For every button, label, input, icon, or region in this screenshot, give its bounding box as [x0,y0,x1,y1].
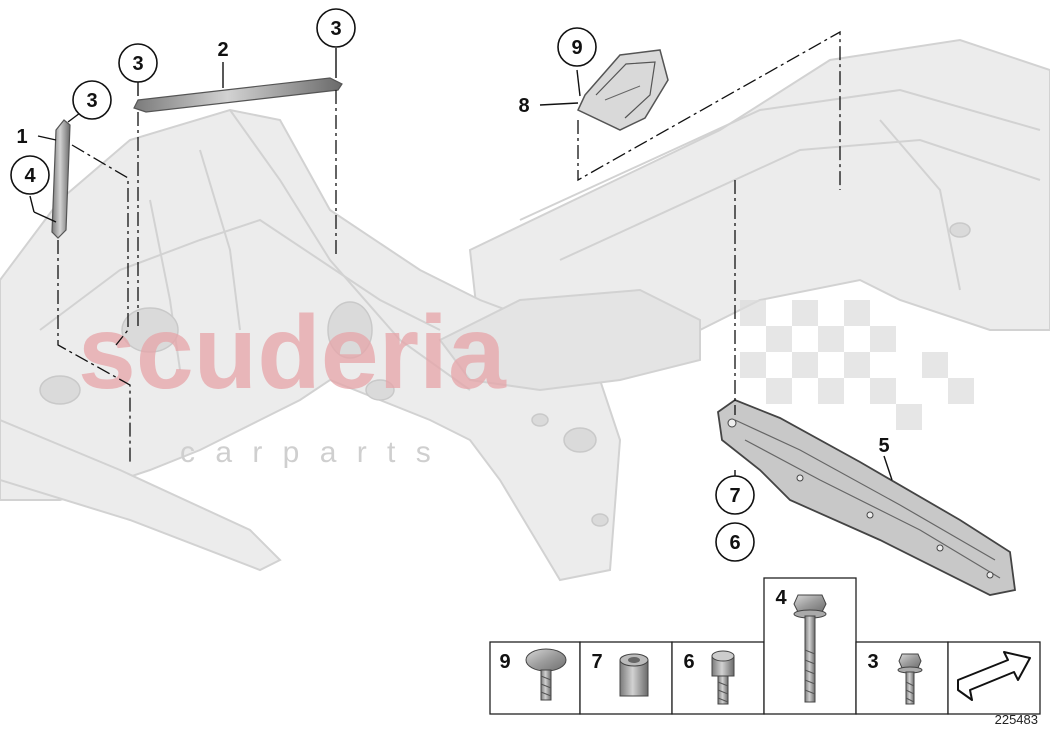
callout-label: 9 [571,37,582,59]
callout-label: 2 [217,39,228,61]
direction-arrow-icon [957,651,1031,701]
legend-item-3: 3 [867,651,923,705]
callout-label: 3 [330,18,341,40]
legend-label: 3 [867,651,878,673]
fastener-legend: 9 7 6 [489,577,1041,715]
callout-3-top-left: 3 [72,80,112,120]
legend-item-7: 7 [591,651,649,697]
hex-socket-screw-icon [711,650,735,705]
watermark-checker [740,300,974,430]
callout-7: 7 [715,475,755,515]
callout-5: 5 [878,435,889,457]
watermark-sub: c a r p a r t s [180,436,437,469]
callout-label: 7 [729,485,740,507]
diagram-number: 225483 [994,712,1038,727]
legend-item-4: 4 [775,587,827,703]
callout-8: 8 [518,95,529,117]
hex-bolt-long-icon [793,594,827,703]
callout-label: 5 [878,435,889,457]
legend-item-9: 9 [499,648,567,701]
callout-4: 4 [10,155,50,195]
callout-2: 2 [217,39,228,61]
body-holes [39,222,971,527]
legend-label: 6 [683,651,694,673]
part-1-strut [51,119,71,239]
part-5-plate [717,398,1017,596]
body-shell [0,38,1050,582]
callout-3-top-right: 3 [316,8,356,48]
legend-label: 4 [775,587,787,609]
legend-item-6: 6 [683,650,735,705]
leader-lines [29,48,893,481]
callout-1: 1 [16,126,27,148]
callout-label: 1 [16,126,27,148]
callout-label: 3 [132,53,143,75]
dash-dot-lines [57,30,841,465]
part-2-brace [133,77,343,113]
callout-label: 8 [518,95,529,117]
callout-label: 6 [729,532,740,554]
callout-label: 3 [86,90,97,112]
spacer-sleeve-icon [619,653,649,697]
callout-3-middle: 3 [118,43,158,83]
legend-label: 9 [499,651,510,673]
callouts: 1 2 3 3 3 4 5 6 7 [10,8,890,562]
callout-label: 4 [24,165,36,187]
pan-head-screw-icon [525,648,567,701]
hex-bolt-short-icon [897,653,923,705]
callout-6: 6 [715,522,755,562]
callout-9: 9 [557,27,597,67]
part-9-bracket [577,49,669,131]
legend-label: 7 [591,651,602,673]
watermark-brand: scuderia [78,295,507,411]
